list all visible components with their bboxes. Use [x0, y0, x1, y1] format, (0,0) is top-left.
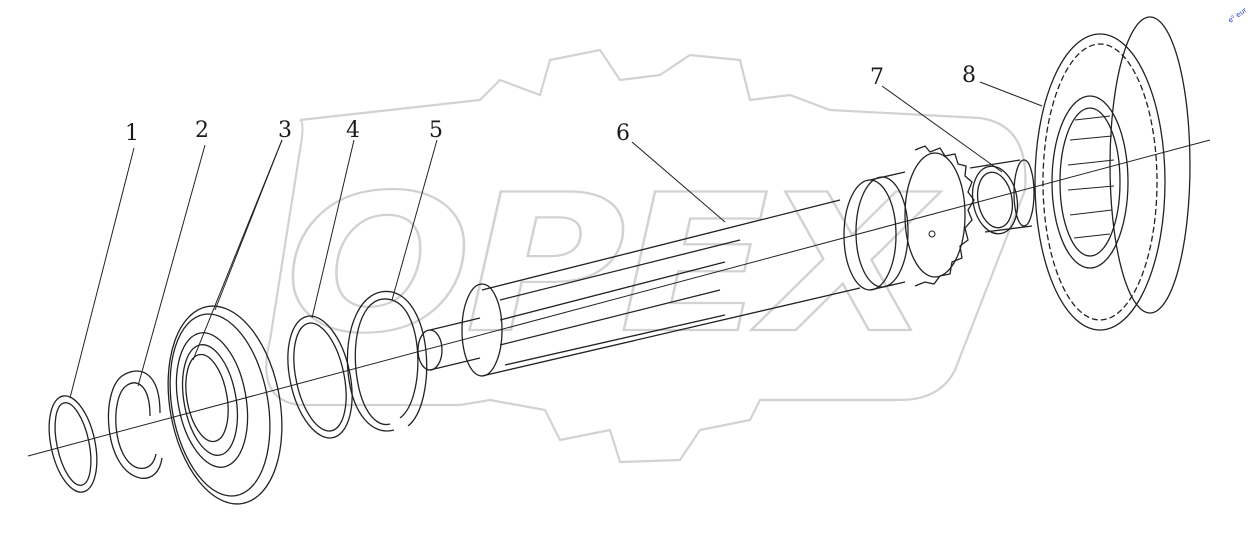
part-4-ring	[287, 315, 353, 439]
callout-4: 4	[346, 118, 360, 143]
leader-1	[69, 147, 135, 399]
callout-2: 2	[195, 118, 209, 143]
part-6-splined-shaft	[417, 145, 975, 377]
callout-1: 1	[125, 121, 139, 146]
watermark-gear-outline	[265, 48, 1027, 464]
part-7-sleeve	[969, 159, 1035, 235]
callout-labels: 1 2 3 4 5 6 7 8	[125, 63, 976, 146]
leader-4	[311, 139, 355, 319]
leader-lines	[69, 81, 1043, 399]
part-2-circlip	[107, 370, 163, 479]
part-5-circlip	[346, 290, 428, 432]
callout-5: 5	[429, 118, 443, 143]
callout-6: 6	[616, 121, 630, 146]
watermark: OPEX	[265, 48, 1027, 464]
leader-8	[979, 81, 1043, 107]
shaft-axis	[27, 139, 1211, 457]
leader-3b	[214, 139, 283, 311]
part-3-bearing	[167, 305, 283, 505]
corner-mark: e⁰ eur	[1227, 6, 1249, 25]
leader-5	[391, 139, 438, 301]
callout-8: 8	[962, 63, 976, 88]
leader-6	[631, 141, 726, 223]
watermark-text: OPEX	[285, 154, 942, 375]
callout-3: 3	[278, 118, 292, 143]
callout-7: 7	[870, 65, 884, 90]
part-1-snap-ring	[48, 395, 98, 493]
part-8-gear	[1034, 16, 1191, 331]
leader-2	[137, 144, 206, 387]
leader-7	[881, 85, 1003, 173]
